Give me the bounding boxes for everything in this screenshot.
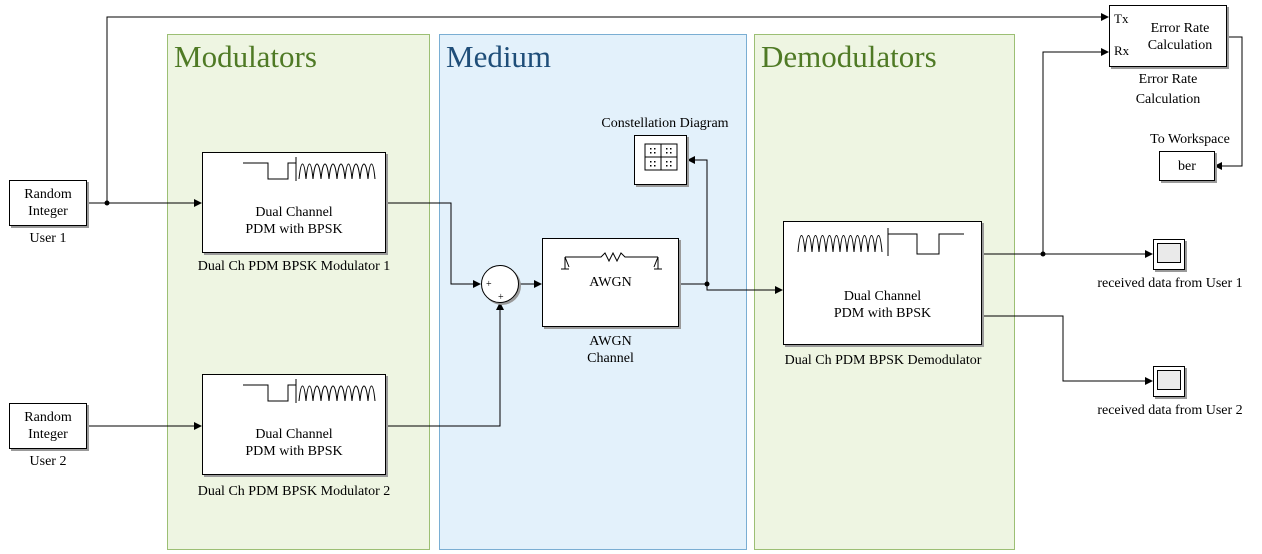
scope-screen-icon xyxy=(1157,370,1181,390)
error-rate-label-line2: Calculation xyxy=(1135,92,1201,107)
awgn-block-text: AWGN xyxy=(589,275,632,290)
modulator1-text-line2: PDM with BPSK xyxy=(245,222,343,237)
demodulator-text-line1: Dual Channel xyxy=(843,289,922,304)
demodulators-area-title: Demodulators xyxy=(761,39,937,74)
random-integer-text-line1: Random xyxy=(24,187,72,202)
awgn-channel-block[interactable]: AWGN xyxy=(542,238,679,327)
scope-user1-label: received data from User 1 xyxy=(1097,276,1243,291)
random-integer-user2-block[interactable]: Random Integer xyxy=(9,403,87,449)
constellation-diagram-block[interactable] xyxy=(634,135,687,185)
modulator2-label: Dual Ch PDM BPSK Modulator 2 xyxy=(197,484,391,499)
modulator2-text-line2: PDM with BPSK xyxy=(245,444,343,459)
awgn-label-line2: Channel xyxy=(587,351,634,366)
to-workspace-label: To Workspace xyxy=(1150,132,1230,147)
modulator2-block[interactable]: Dual Channel PDM with BPSK xyxy=(202,374,386,475)
random-integer-user1-block[interactable]: Random Integer xyxy=(9,180,87,226)
workspace-variable-name: ber xyxy=(1178,159,1196,174)
random-integer-text-line2: Integer xyxy=(28,427,68,442)
to-workspace-block[interactable]: ber xyxy=(1159,151,1215,181)
error-rate-label-line1: Error Rate xyxy=(1138,72,1198,87)
junction-awgn xyxy=(704,281,710,287)
error-rate-calculation-block[interactable]: Tx Rx Error Rate Calculation xyxy=(1109,5,1227,67)
line-awgn-constellation xyxy=(687,156,708,284)
sum-sign-bottom: + xyxy=(498,292,504,303)
modulator1-label: Dual Ch PDM BPSK Modulator 1 xyxy=(197,259,391,274)
modulator1-text-line1: Dual Channel xyxy=(255,205,333,220)
line-mod1-sum xyxy=(386,202,481,288)
scope-screen-icon xyxy=(1157,243,1181,263)
scope-user2-label: received data from User 2 xyxy=(1097,403,1243,418)
modulator-waveform-icon xyxy=(243,157,376,181)
modulator2-text-line1: Dual Channel xyxy=(255,427,333,442)
modulators-area-title: Modulators xyxy=(174,39,317,74)
sum-block[interactable]: + + xyxy=(481,265,519,303)
line-mod2-sum xyxy=(386,302,504,427)
random-integer-text-line2: Integer xyxy=(28,204,68,219)
line-errorrate-workspace xyxy=(1214,36,1243,170)
error-rate-text-line2: Calculation xyxy=(1147,38,1213,53)
demodulator-text-line2: PDM with BPSK xyxy=(833,306,932,321)
demodulator-waveform-icon xyxy=(797,228,964,256)
scope-user2-block[interactable] xyxy=(1153,366,1185,397)
constellation-icon xyxy=(644,143,678,171)
line-demod-scope2 xyxy=(982,315,1153,385)
user1-label: User 1 xyxy=(29,231,67,246)
modulator-waveform-icon xyxy=(243,379,376,403)
demodulator-block[interactable]: Dual Channel PDM with BPSK xyxy=(783,221,982,345)
tx-port-label: Tx xyxy=(1114,11,1129,26)
constellation-label: Constellation Diagram xyxy=(601,116,729,131)
line-demod-rx xyxy=(1042,48,1109,254)
scope-user1-block[interactable] xyxy=(1153,239,1185,270)
awgn-channel-icon xyxy=(561,251,662,270)
junction-user1 xyxy=(104,200,110,206)
awgn-label-line1: AWGN xyxy=(589,334,632,349)
modulator1-block[interactable]: Dual Channel PDM with BPSK xyxy=(202,152,386,253)
user2-label: User 2 xyxy=(29,454,67,469)
line-awgn-demod xyxy=(679,283,783,294)
sum-sign-left: + xyxy=(486,279,492,290)
error-rate-text-line1: Error Rate xyxy=(1150,21,1210,36)
demodulator-label: Dual Ch PDM BPSK Demodulator xyxy=(784,353,982,368)
medium-area-title: Medium xyxy=(446,39,552,74)
line-user1-tx xyxy=(106,13,1109,203)
rx-port-label: Rx xyxy=(1114,43,1130,58)
junction-demod xyxy=(1040,251,1046,257)
random-integer-text-line1: Random xyxy=(24,410,72,425)
